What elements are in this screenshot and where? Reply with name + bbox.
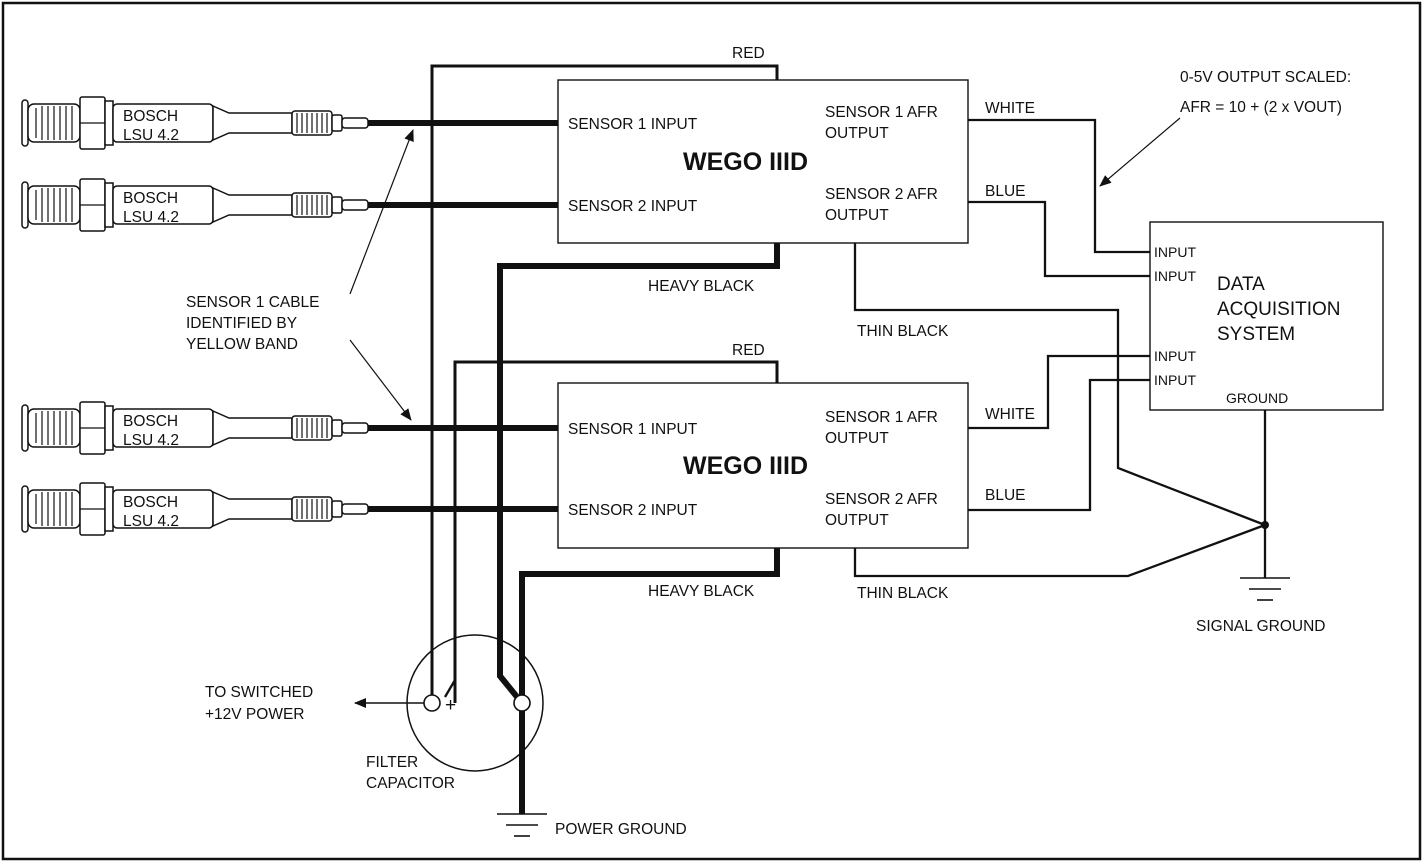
sensor1-afr-label-line1: SENSOR 1 AFR bbox=[825, 104, 938, 121]
output-scaling-line2: AFR = 10 + (2 x VOUT) bbox=[1180, 99, 1342, 116]
white-wire-label-lower: WHITE bbox=[985, 406, 1035, 423]
sensor2-input-label: SENSOR 2 INPUT bbox=[568, 502, 698, 519]
sensor2-input-label: SENSOR 2 INPUT bbox=[568, 198, 698, 215]
white-wire-lower bbox=[968, 354, 1150, 430]
switched-power-line1: TO SWITCHED bbox=[205, 684, 313, 701]
sensor-upper-2: BOSCH LSU 4.2 bbox=[21, 178, 369, 232]
heavy-black-label-lower: HEAVY BLACK bbox=[648, 583, 755, 600]
sensor-label-line1: BOSCH bbox=[123, 494, 178, 511]
capacitor-plus-label: + bbox=[445, 695, 456, 716]
data-acquisition-system: INPUT INPUT INPUT INPUT DATA ACQUISITION… bbox=[1149, 221, 1384, 411]
blue-wire-lower bbox=[968, 378, 1150, 512]
wego-controller-upper: SENSOR 1 INPUT SENSOR 2 INPUT SENSOR 1 A… bbox=[557, 79, 969, 244]
blue-wire-label-lower: BLUE bbox=[985, 487, 1026, 504]
heavy-black-wire-lower bbox=[519, 548, 780, 703]
daq-input-1: INPUT bbox=[1154, 244, 1196, 260]
sensor-label-line2: LSU 4.2 bbox=[123, 432, 179, 449]
red-wire-label-upper: RED bbox=[732, 45, 765, 62]
thin-black-wire-upper bbox=[853, 243, 1266, 527]
heavy-black-wire-upper bbox=[497, 243, 780, 705]
daq-input-2: INPUT bbox=[1154, 268, 1196, 284]
sensor-label-line2: LSU 4.2 bbox=[123, 513, 179, 530]
sensor-label-line2: LSU 4.2 bbox=[123, 127, 179, 144]
blue-wire-label-upper: BLUE bbox=[985, 183, 1026, 200]
blue-wire-upper bbox=[968, 200, 1150, 278]
sensor-upper-1: BOSCH LSU 4.2 bbox=[21, 96, 369, 150]
signal-ground-label: SIGNAL GROUND bbox=[1196, 618, 1325, 635]
sensor2-afr-label-line2: OUTPUT bbox=[825, 512, 889, 529]
daq-input-3: INPUT bbox=[1154, 348, 1196, 364]
controller-title: WEGO IIID bbox=[683, 148, 808, 176]
white-wire-label-upper: WHITE bbox=[985, 100, 1035, 117]
filter-capacitor: + bbox=[406, 634, 544, 772]
cable-note-line1: SENSOR 1 CABLE bbox=[186, 294, 320, 311]
daq-title-line1: DATA bbox=[1217, 274, 1265, 295]
daq-title-line3: SYSTEM bbox=[1217, 324, 1295, 345]
sensor-label-line1: BOSCH bbox=[123, 413, 178, 430]
power-ground-icon bbox=[497, 813, 547, 837]
capacitor-label-line2: CAPACITOR bbox=[366, 775, 455, 792]
red-wire-upper bbox=[430, 64, 779, 703]
ground-junction bbox=[1261, 521, 1269, 529]
sensor2-afr-label-line1: SENSOR 2 AFR bbox=[825, 186, 938, 203]
sensor1-afr-label-line2: OUTPUT bbox=[825, 125, 889, 142]
sensor-label-line1: BOSCH bbox=[123, 108, 178, 125]
sensor1-afr-label-line2: OUTPUT bbox=[825, 430, 889, 447]
sensor1-input-label: SENSOR 1 INPUT bbox=[568, 116, 698, 133]
daq-title-line2: ACQUISITION bbox=[1217, 299, 1341, 320]
sensor1-input-label: SENSOR 1 INPUT bbox=[568, 421, 698, 438]
thin-black-label-upper: THIN BLACK bbox=[857, 323, 949, 340]
output-scaling-line1: 0-5V OUTPUT SCALED: bbox=[1180, 69, 1351, 86]
cable-note-line2: IDENTIFIED BY bbox=[186, 315, 297, 332]
output-scaling-arrow bbox=[1099, 117, 1181, 187]
cable-note-arrow-upper bbox=[349, 129, 414, 295]
switched-power-line2: +12V POWER bbox=[205, 706, 305, 723]
wego-controller-lower: SENSOR 1 INPUT SENSOR 2 INPUT SENSOR 1 A… bbox=[557, 382, 969, 549]
sensor-label-line1: BOSCH bbox=[123, 190, 178, 207]
capacitor-positive-terminal bbox=[423, 694, 441, 712]
controller-title: WEGO IIID bbox=[683, 452, 808, 480]
daq-ground-label: GROUND bbox=[1226, 390, 1288, 406]
cable-note-line3: YELLOW BAND bbox=[186, 336, 298, 353]
capacitor-label-line1: FILTER bbox=[366, 754, 418, 771]
sensor-label-line2: LSU 4.2 bbox=[123, 209, 179, 226]
thin-black-wire-lower bbox=[853, 523, 1266, 578]
signal-ground-icon bbox=[1240, 577, 1290, 601]
sensor1-afr-label-line1: SENSOR 1 AFR bbox=[825, 409, 938, 426]
sensor2-afr-label-line2: OUTPUT bbox=[825, 207, 889, 224]
red-wire-lower bbox=[453, 360, 779, 703]
heavy-black-label-upper: HEAVY BLACK bbox=[648, 278, 755, 295]
capacitor-negative-terminal bbox=[513, 694, 531, 712]
white-wire-upper bbox=[968, 118, 1150, 254]
cable-note-arrow-lower bbox=[349, 339, 412, 421]
sensor2-afr-label-line1: SENSOR 2 AFR bbox=[825, 491, 938, 508]
power-ground-label: POWER GROUND bbox=[555, 821, 687, 838]
daq-input-4: INPUT bbox=[1154, 372, 1196, 388]
thin-black-label-lower: THIN BLACK bbox=[857, 585, 949, 602]
sensor-lower-1: BOSCH LSU 4.2 bbox=[21, 401, 369, 455]
red-wire-label-lower: RED bbox=[732, 342, 765, 359]
sensor-lower-2: BOSCH LSU 4.2 bbox=[21, 482, 369, 536]
